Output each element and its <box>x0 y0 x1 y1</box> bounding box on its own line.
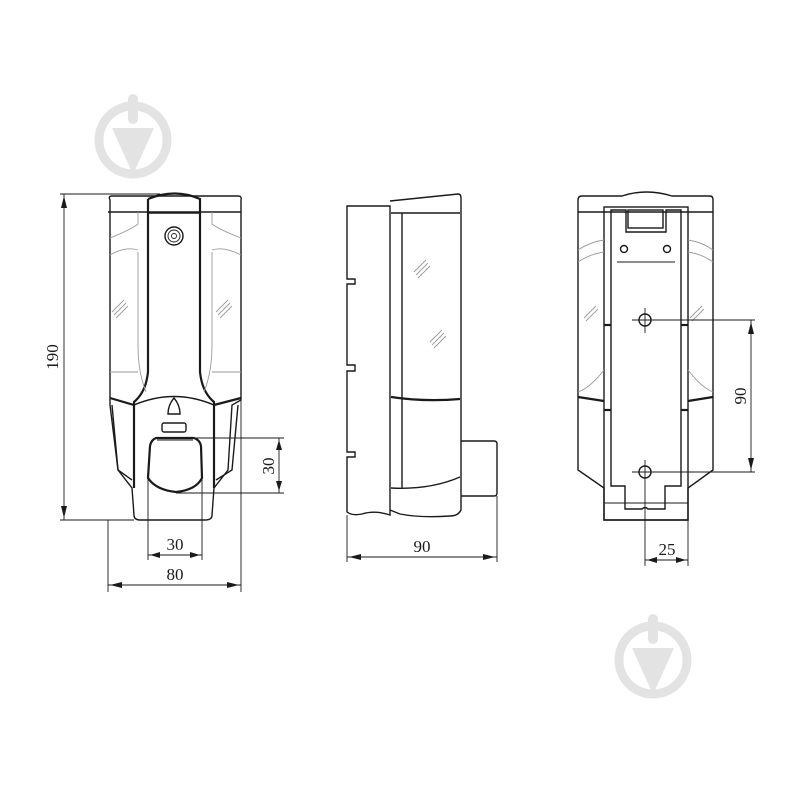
front-width-label: 80 <box>167 565 184 584</box>
watermark-logo-top <box>94 94 172 179</box>
back-view <box>577 191 714 566</box>
button-height-label: 30 <box>259 458 278 475</box>
button-width-label: 30 <box>167 535 184 554</box>
watermark-logo-bottom <box>614 614 692 699</box>
front-height-label: 190 <box>43 344 62 370</box>
front-dimensions: 190 80 30 30 <box>43 193 284 592</box>
hole-offset-label: 25 <box>659 540 676 559</box>
side-dimensions: 90 <box>346 496 498 562</box>
hole-spacing-label: 90 <box>731 388 750 405</box>
side-view <box>346 193 498 518</box>
front-view <box>108 192 242 521</box>
back-dimensions: 90 25 <box>632 319 755 566</box>
side-depth-label: 90 <box>414 537 431 556</box>
